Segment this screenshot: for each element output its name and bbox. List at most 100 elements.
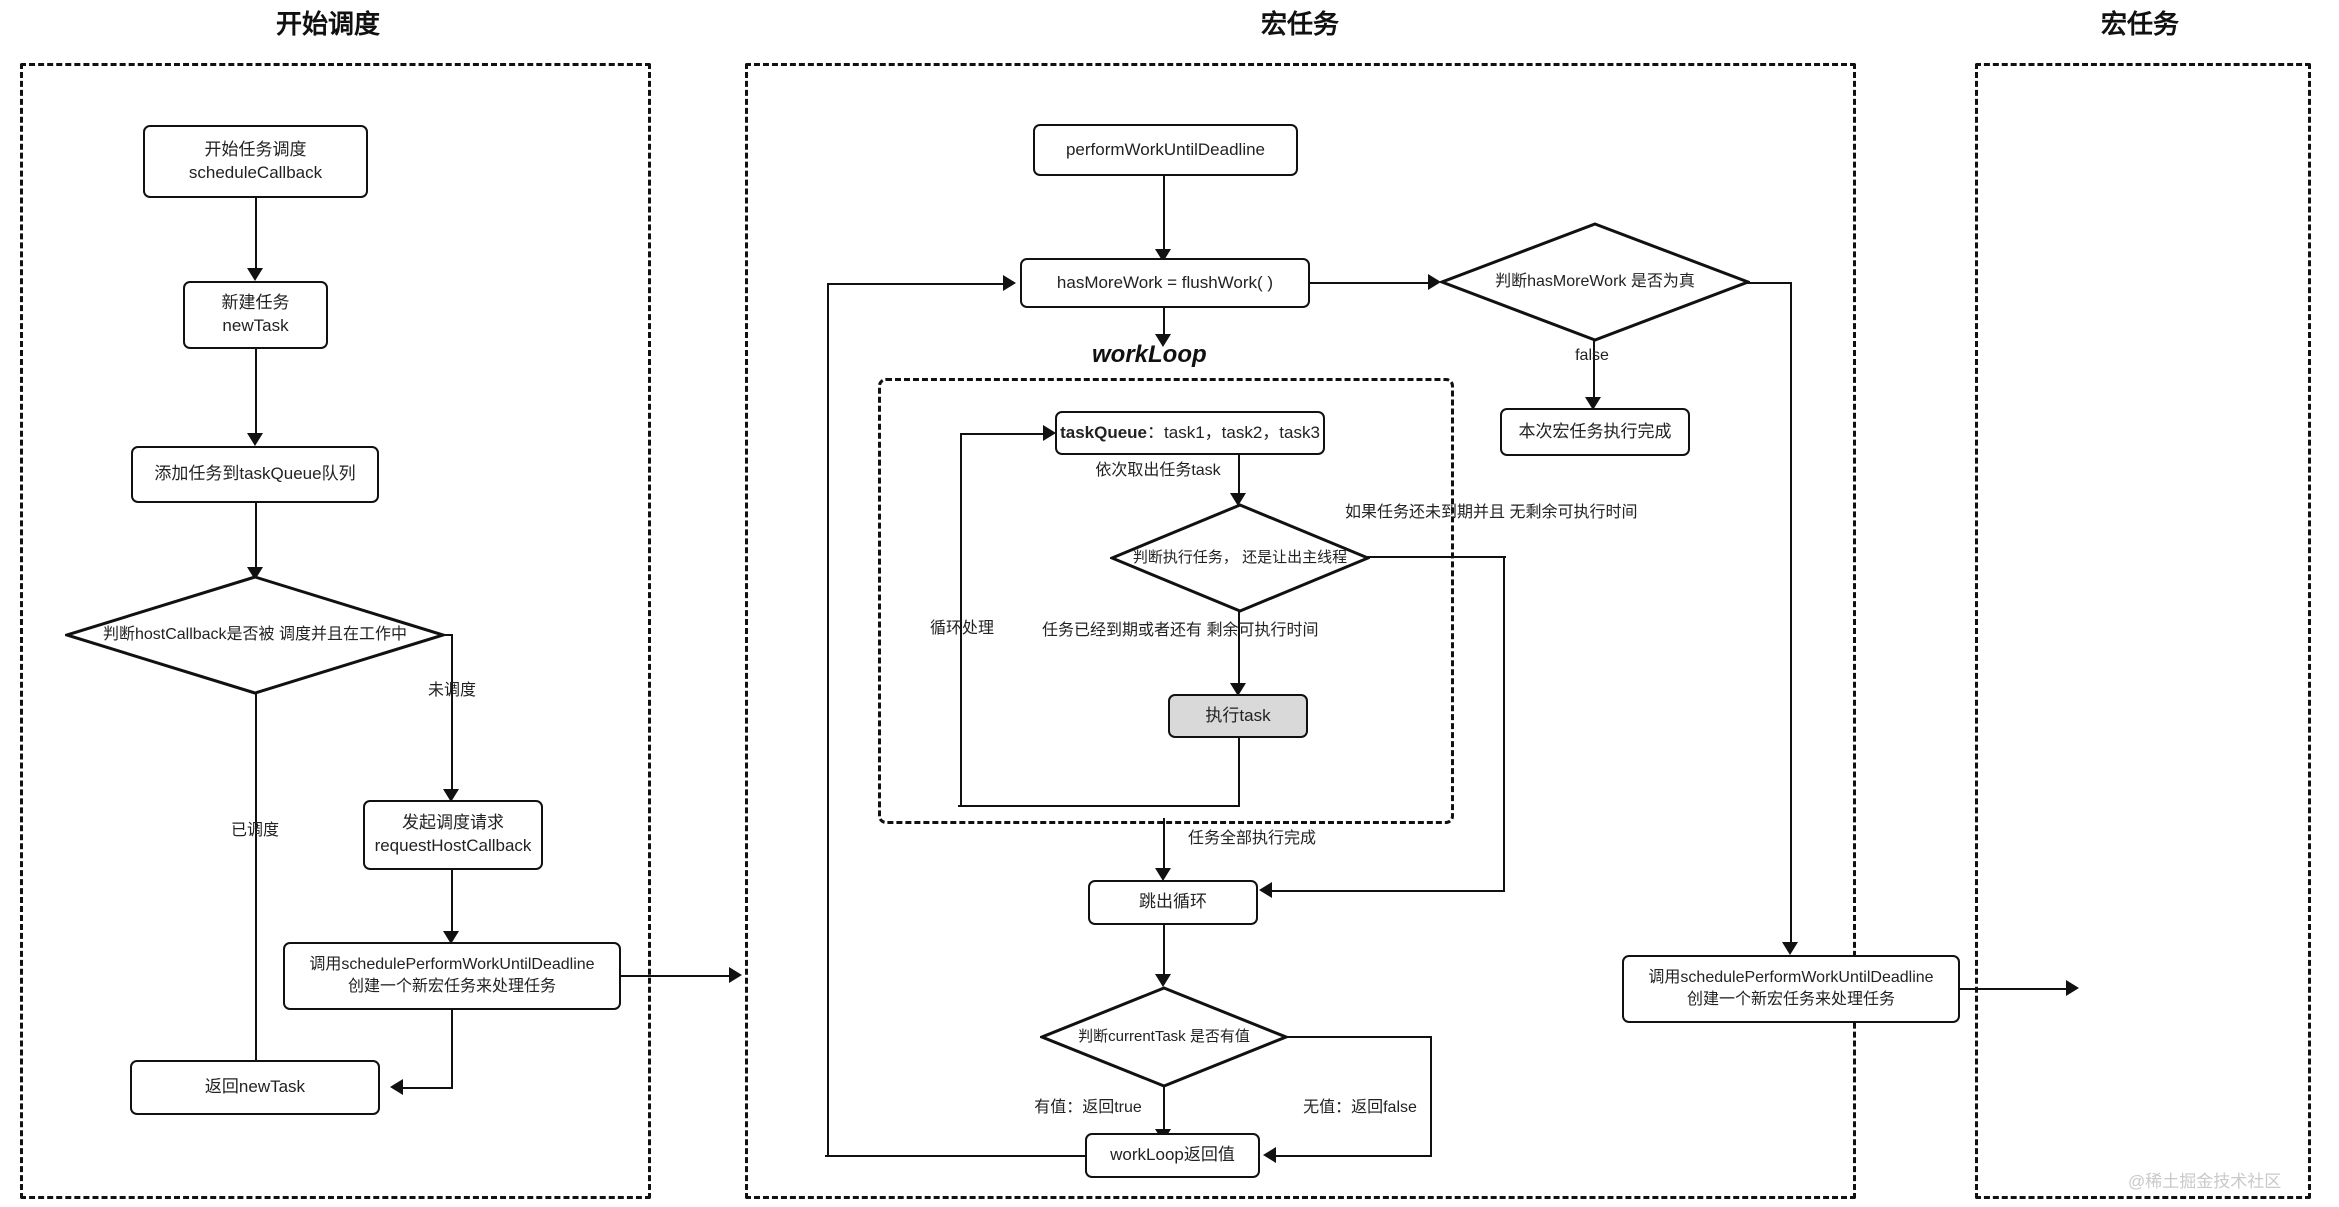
decision-exec-or-yield[interactable]: 判断执行任务， 还是让出主线程	[1110, 503, 1370, 613]
diamond-shape	[1440, 222, 1750, 342]
node-break-loop[interactable]: 跳出循环	[1088, 880, 1258, 925]
edge-schedule-to-return-arrow	[390, 1079, 403, 1095]
decision-host-callback-label: 判断hostCallback是否被 调度并且在工作中	[103, 624, 407, 646]
diamond-shape	[1110, 503, 1370, 613]
edge-expired-arrow	[1230, 683, 1246, 696]
edge-taskqueue-to-exec-decision-arrow	[1230, 493, 1246, 506]
edge-middle-to-right-lane	[1960, 988, 2068, 990]
node-macrotask-done-label: 本次宏任务执行完成	[1518, 421, 1672, 441]
edge-loop-h-bottom	[958, 805, 1240, 807]
node-new-task-line2: newTask	[222, 316, 289, 335]
edge-middle-to-right-lane-arrow	[2066, 980, 2079, 996]
node-left-schedule-perform-work-line2: 创建一个新宏任务来处理任务	[347, 978, 556, 995]
node-macrotask-done[interactable]: 本次宏任务执行完成	[1500, 408, 1690, 456]
edge-label-scheduled: 已调度	[230, 822, 279, 839]
edge-truebranch-arrow	[1782, 942, 1798, 955]
decision-has-more-work[interactable]: 判断hasMoreWork 是否为真	[1440, 222, 1750, 342]
decision-host-callback[interactable]: 判断hostCallback是否被 调度并且在工作中	[65, 575, 445, 695]
edge-truebranch-h	[1746, 282, 1792, 284]
decision-exec-or-yield-label: 判断执行任务， 还是让出主线程	[1133, 548, 1347, 568]
node-left-schedule-perform-work[interactable]: 调用schedulePerformWorkUntilDeadline 创建一个新…	[283, 942, 621, 1010]
edge-loop-v-down	[1238, 738, 1240, 807]
edge-label-not-scheduled: 未调度	[427, 682, 476, 699]
edge-not-expired-h2	[1269, 890, 1505, 892]
edge-break-to-currenttask-arrow	[1155, 974, 1171, 987]
lane-title-right: 宏任务	[2100, 9, 2179, 39]
edge-schedule-to-return-h	[400, 1087, 453, 1089]
edge-label-loop: 循环处理	[929, 620, 994, 637]
decision-current-task[interactable]: 判断currentTask 是否有值	[1040, 986, 1288, 1088]
edge-outerloop-h-top	[827, 283, 1005, 285]
node-flush-work[interactable]: hasMoreWork = flushWork( )	[1020, 258, 1310, 308]
decision-has-more-work-line2: 是否为真	[1630, 273, 1695, 291]
group-label-workloop: workLoop	[1092, 341, 1207, 368]
edge-left-to-middle-lane-arrow	[729, 967, 742, 983]
decision-exec-or-yield-line1: 判断执行任务，	[1132, 548, 1238, 566]
node-flush-work-label: hasMoreWork = flushWork( )	[1056, 272, 1274, 292]
workloop-group-container	[878, 378, 1454, 824]
edge-flush-to-decision-arrow	[1428, 274, 1441, 290]
edge-false-v	[1593, 340, 1595, 402]
edge-flush-to-workloop-arrow	[1155, 334, 1171, 347]
lane-container-left	[20, 63, 651, 1199]
edge-loop-h-top	[960, 433, 1045, 435]
node-exec-task-label: 执行task	[1205, 705, 1271, 725]
decision-current-task-line2: 是否有值	[1189, 1027, 1250, 1045]
edge-expired-v	[1238, 611, 1240, 687]
edge-outerloop-v	[827, 284, 829, 1156]
edge-outerloop-arrow	[1003, 275, 1016, 291]
edge-workloop-to-break	[1163, 818, 1165, 872]
node-perform-work-until-deadline[interactable]: performWorkUntilDeadline	[1033, 124, 1298, 176]
edge-not-expired-arrow	[1259, 882, 1272, 898]
edge-loop-v-up	[960, 434, 962, 807]
lane-title-left: 开始调度	[275, 9, 380, 39]
edge-label-all-done: 任务全部执行完成	[1187, 830, 1316, 847]
node-schedule-callback[interactable]: 开始任务调度 scheduleCallback	[143, 125, 368, 198]
node-task-queue-key: taskQueue	[1060, 422, 1148, 442]
node-middle-schedule-perform-work[interactable]: 调用schedulePerformWorkUntilDeadline 创建一个新…	[1622, 955, 1960, 1023]
node-return-newtask[interactable]: 返回newTask	[130, 1060, 380, 1115]
edge-perform-to-flush	[1163, 176, 1165, 253]
node-enqueue-task-label: 添加任务到taskQueue队列	[154, 464, 356, 484]
edge-outerloop-h-bottom	[825, 1155, 1087, 1157]
edge-taskqueue-to-exec-decision	[1238, 455, 1240, 497]
edge-scheduled-v	[255, 693, 257, 1081]
node-enqueue-task[interactable]: 添加任务到taskQueue队列	[131, 446, 379, 503]
node-request-host-callback[interactable]: 发起调度请求 requestHostCallback	[363, 800, 543, 870]
node-return-newtask-label: 返回newTask	[204, 1077, 306, 1097]
edge-left-to-middle-lane	[621, 975, 731, 977]
watermark: @稀土掘金技术社区	[2128, 1172, 2282, 1191]
node-new-task[interactable]: 新建任务 newTask	[183, 281, 328, 349]
edge-start-to-newtask	[255, 198, 257, 272]
decision-host-callback-line1: 判断hostCallback是否被	[102, 626, 275, 644]
node-schedule-callback-line1: 开始任务调度	[204, 139, 307, 159]
edge-label-expired-line1: 任务已经到期或者还有	[1042, 622, 1203, 639]
edge-label-take-task: 依次取出任务task	[1095, 462, 1221, 479]
decision-has-more-work-label: 判断hasMoreWork 是否为真	[1495, 271, 1695, 293]
edge-enqueue-to-decision	[255, 503, 257, 571]
edge-not-expired-h	[1366, 556, 1506, 558]
edge-label-not-expired-line2: 无剩余可执行时间	[1509, 504, 1638, 521]
edge-label-false: false	[1575, 347, 1609, 364]
edge-false-arrow	[1585, 397, 1601, 410]
node-perform-work-until-deadline-label: performWorkUntilDeadline	[1065, 139, 1266, 159]
decision-exec-or-yield-line2: 还是让出主线程	[1242, 548, 1348, 566]
edge-start-to-newtask-arrow	[247, 268, 263, 281]
node-exec-task[interactable]: 执行task	[1168, 694, 1308, 738]
node-workloop-return[interactable]: workLoop返回值	[1085, 1133, 1260, 1178]
edge-hasvalue-v	[1163, 1086, 1165, 1133]
node-request-host-callback-line2: requestHostCallback	[374, 836, 532, 855]
edge-break-to-currenttask	[1163, 925, 1165, 978]
node-middle-schedule-perform-work-line2: 创建一个新宏任务来处理任务	[1686, 991, 1895, 1008]
edge-label-not-expired: 如果任务还未到期并且 无剩余可执行时间	[1345, 502, 1637, 524]
edge-request-to-schedule-arrow	[443, 931, 459, 944]
lane-container-right	[1975, 63, 2311, 1199]
node-task-queue[interactable]: taskQueue：task1，task2，task3	[1055, 411, 1325, 455]
edge-label-expired: 任务已经到期或者还有 剩余可执行时间	[1042, 620, 1318, 642]
node-request-host-callback-line1: 发起调度请求	[402, 813, 504, 833]
edge-novalue-h	[1286, 1036, 1432, 1038]
edge-label-no-value: 无值：返回false	[1303, 1099, 1417, 1116]
node-middle-schedule-perform-work-line1: 调用schedulePerformWorkUntilDeadline	[1648, 969, 1934, 987]
edge-novalue-h2	[1273, 1155, 1432, 1157]
